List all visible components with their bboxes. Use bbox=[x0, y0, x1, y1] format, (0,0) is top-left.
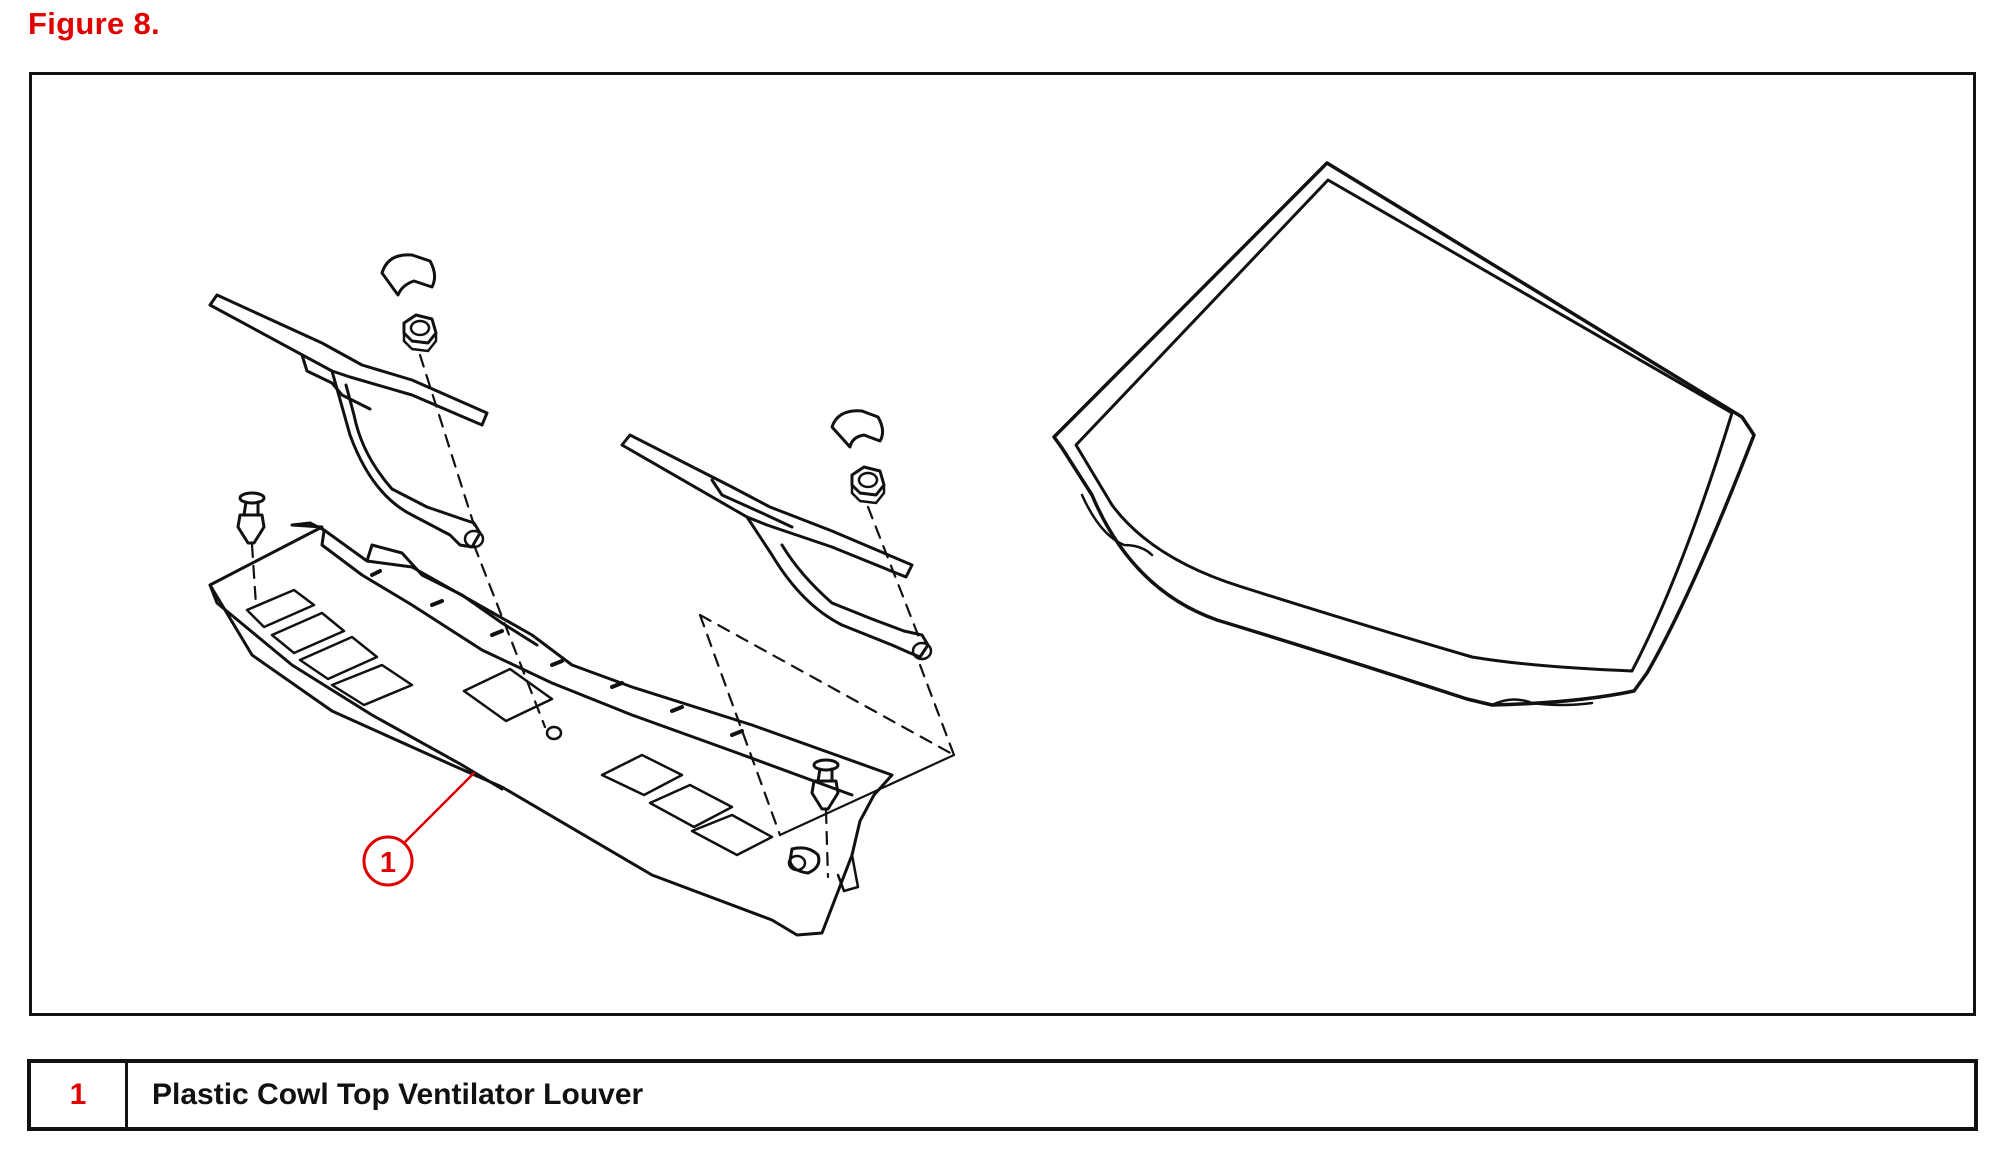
windshield-glass bbox=[1052, 161, 1756, 707]
parts-diagram: 1 bbox=[208, 161, 1756, 937]
right-wiper-arm bbox=[620, 433, 933, 661]
left-wiper-arm bbox=[208, 293, 489, 549]
legend-table: 1 Plastic Cowl Top Ventilator Louver bbox=[27, 1059, 1978, 1131]
legend-item-number: 1 bbox=[31, 1063, 128, 1127]
callout-1: 1 bbox=[362, 771, 476, 887]
assembly-lines bbox=[250, 353, 956, 879]
clip-right bbox=[810, 758, 840, 811]
wiper-nut-right bbox=[850, 465, 886, 505]
callout-1-number: 1 bbox=[380, 847, 396, 879]
cowl-top-ventilator-louver bbox=[208, 521, 894, 937]
clip-left bbox=[236, 491, 266, 545]
wiper-nut-left bbox=[402, 313, 438, 353]
wiper-nut-cap-right bbox=[830, 409, 885, 449]
legend-item-description: Plastic Cowl Top Ventilator Louver bbox=[152, 1078, 644, 1111]
diagram-frame: 1 bbox=[29, 72, 1976, 1016]
figure-title: Figure 8. bbox=[28, 6, 160, 41]
wiper-nut-cap-left bbox=[380, 253, 437, 297]
